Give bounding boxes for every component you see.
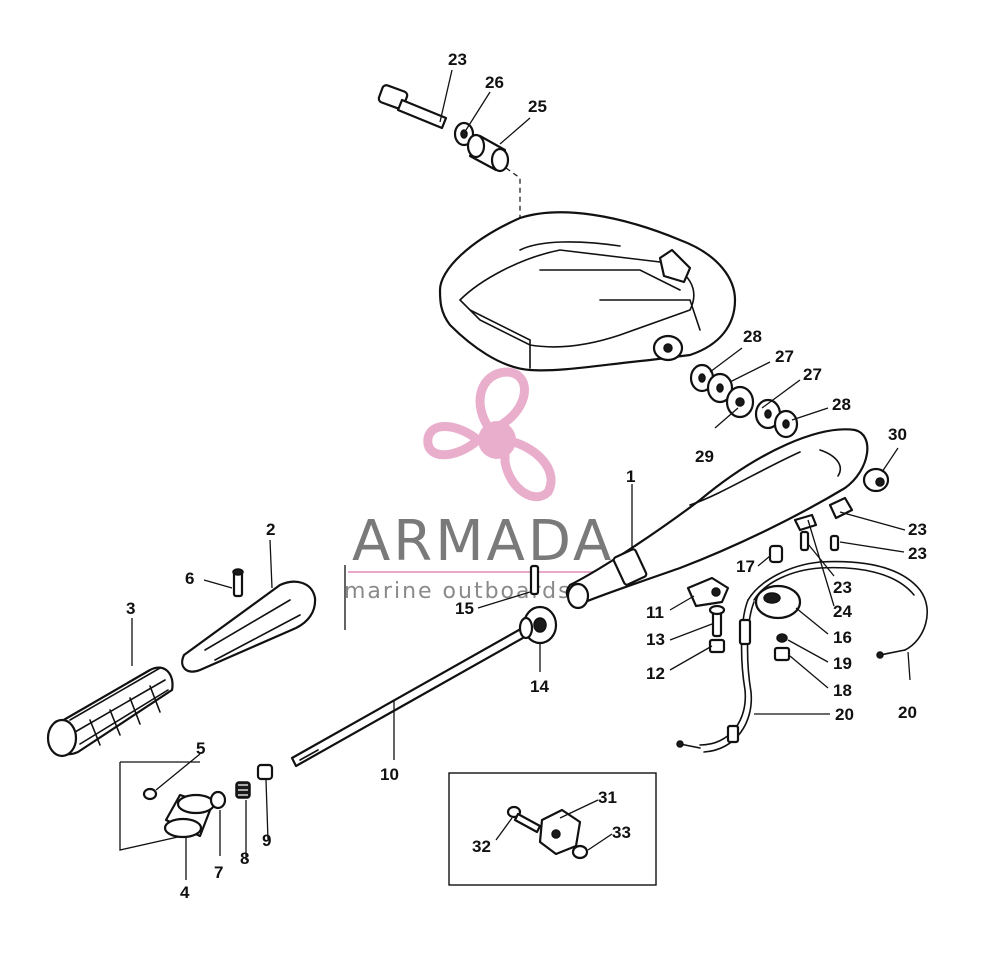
nut-33 xyxy=(571,844,589,860)
callout-18: 18 xyxy=(833,681,852,700)
leader-lines xyxy=(131,69,911,880)
watermark-brand: ARMADA xyxy=(352,509,614,574)
callout-1: 1 xyxy=(626,467,635,486)
callout-26: 26 xyxy=(485,73,504,92)
thrust-washer-29 xyxy=(725,385,755,419)
callout-21: 23 xyxy=(833,578,852,597)
swivel-bracket xyxy=(438,211,737,372)
callout-28-upper: 28 xyxy=(743,327,762,346)
callout-14: 14 xyxy=(530,677,549,696)
callout-32: 32 xyxy=(472,837,491,856)
bolt-13 xyxy=(708,604,726,638)
nut-18 xyxy=(773,646,791,662)
insert-9 xyxy=(256,763,274,781)
callout-25: 23 xyxy=(448,50,467,69)
callout-29: 29 xyxy=(695,447,714,466)
bolt-32 xyxy=(506,805,542,834)
gear-14 xyxy=(518,605,558,645)
bushing-24 xyxy=(466,133,510,173)
callout-24: 25 xyxy=(528,97,547,116)
screw-5 xyxy=(142,787,158,801)
grip-detail-frame xyxy=(119,762,201,851)
spring-8 xyxy=(235,781,251,799)
inset-detail-box xyxy=(448,772,657,886)
callout-28-lower: 28 xyxy=(832,395,851,414)
callout-20-lower: 20 xyxy=(835,705,854,724)
callout-11: 11 xyxy=(646,603,664,622)
callout-4: 4 xyxy=(180,883,190,902)
callout-23-middle: 24 xyxy=(833,602,852,621)
callout-15: 15 xyxy=(455,599,474,618)
cable-20 xyxy=(676,560,929,753)
throttle-shaft-10 xyxy=(290,624,532,768)
callout-6: 6 xyxy=(185,569,194,588)
bushing-4 xyxy=(163,793,216,839)
screw-23-left xyxy=(799,530,810,552)
callout-3: 3 xyxy=(126,599,135,618)
callout-8: 8 xyxy=(240,849,249,868)
callout-30: 30 xyxy=(888,425,907,444)
bolt-alignment-line xyxy=(505,167,521,222)
clip-22 xyxy=(828,496,854,520)
washer-28-lower xyxy=(773,409,799,439)
callout-10: 10 xyxy=(380,765,399,784)
callout-16: 16 xyxy=(833,628,852,647)
callout-17: 17 xyxy=(736,557,755,576)
armada-propeller-logo xyxy=(423,367,556,502)
grip-bracket-lines xyxy=(120,565,346,763)
washer-19 xyxy=(776,633,788,643)
tiller-handle-1 xyxy=(565,428,869,610)
callout-13: 13 xyxy=(646,630,665,649)
callout-5: 5 xyxy=(196,739,205,758)
grip-shell-2 xyxy=(181,580,317,673)
callout-23-right: 23 xyxy=(908,544,927,563)
callout-9: 9 xyxy=(262,831,271,850)
pulley-16 xyxy=(754,584,802,620)
callout-12: 12 xyxy=(646,664,665,683)
nut-12 xyxy=(708,638,726,654)
grip-3 xyxy=(46,666,174,758)
clip-21 xyxy=(793,513,818,532)
callout-7: 7 xyxy=(214,863,223,882)
washer-7 xyxy=(209,790,227,810)
screw-23-right xyxy=(829,534,840,552)
screw-6 xyxy=(232,568,244,598)
clamp-11 xyxy=(686,576,730,608)
callout-33: 33 xyxy=(612,823,631,842)
callout-20-right: 20 xyxy=(898,703,917,722)
callout-2: 2 xyxy=(266,520,275,539)
pin-15 xyxy=(529,564,540,596)
washer-27-upper xyxy=(706,372,734,404)
callout-27-lower: 27 xyxy=(803,365,822,384)
callout-labels: 23 26 25 28 27 27 28 29 30 1 23 23 23 24… xyxy=(126,50,927,902)
callout-31: 31 xyxy=(598,788,617,807)
callout-27-upper: 27 xyxy=(775,347,794,366)
nut-30 xyxy=(862,467,890,493)
callout-19: 19 xyxy=(833,654,852,673)
spacer-17 xyxy=(768,544,784,564)
callout-22: 23 xyxy=(908,520,927,539)
pivot-bolt-25 xyxy=(377,84,448,130)
